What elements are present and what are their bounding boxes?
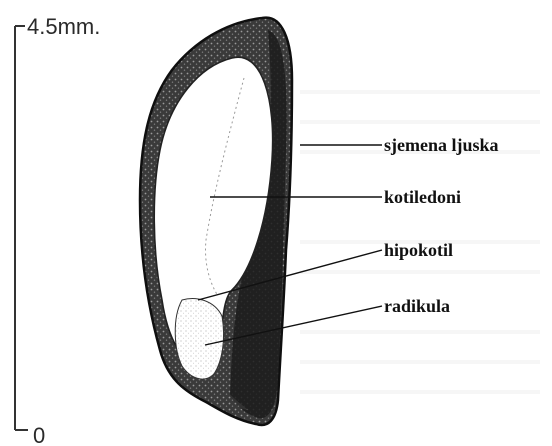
labels: sjemena ljuska kotiledoni hipokotil radi… [384, 135, 499, 316]
label-cotyledons: kotiledoni [384, 187, 461, 207]
hypocotyl-radicle-area [175, 299, 223, 379]
seed-illustration [140, 18, 292, 425]
label-radicle: radikula [384, 296, 450, 316]
scale-bottom-label: 0 [33, 423, 45, 446]
scale-top-label: 4.5mm. [27, 14, 100, 39]
scale-bar: 4.5mm. 0 [15, 14, 100, 446]
label-seed-coat: sjemena ljuska [384, 135, 499, 155]
label-hypocotyl: hipokotil [384, 240, 453, 260]
